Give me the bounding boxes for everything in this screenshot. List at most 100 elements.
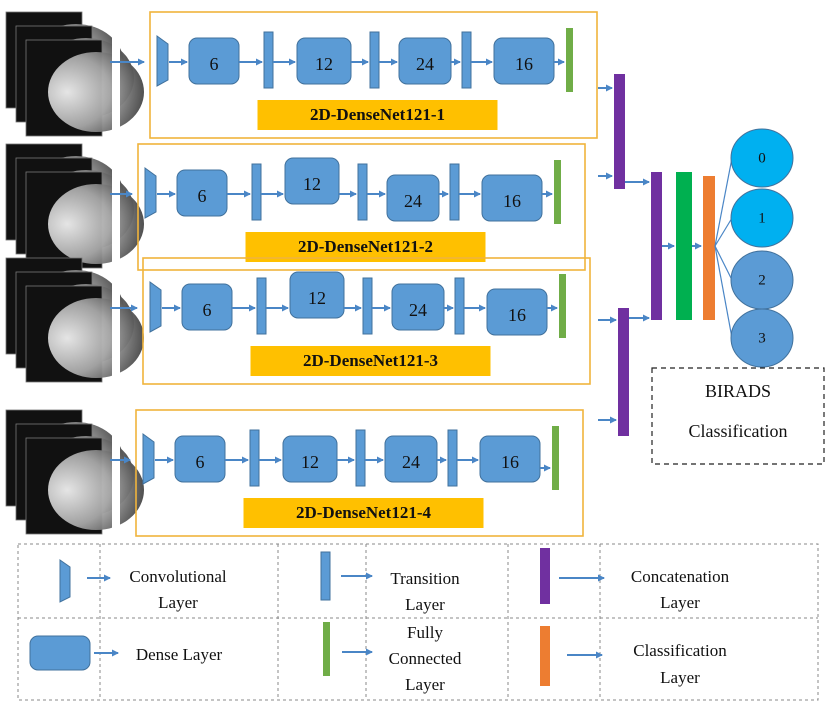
conv-layer xyxy=(156,35,169,87)
transition-layer xyxy=(449,163,460,221)
breast-tissue xyxy=(48,450,144,530)
dense-layer-label: 6 xyxy=(210,54,219,74)
image-edge-mask xyxy=(112,256,120,386)
mammogram-stack-3 xyxy=(5,256,144,386)
class-label: 3 xyxy=(758,330,766,346)
conv-layer xyxy=(144,167,157,219)
class-circle-0 xyxy=(730,128,794,188)
branch-2: 6 12 24 16 2D-DenseNet121-2 xyxy=(5,142,586,272)
mammogram-stack-2 xyxy=(5,142,144,272)
classification-layer xyxy=(703,176,715,320)
concat-layer-top xyxy=(614,74,625,189)
breast-tissue xyxy=(48,184,144,264)
dense-layer-label: 6 xyxy=(198,186,207,206)
branch-title: 2D-DenseNet121-1 xyxy=(310,105,445,124)
legend-classification-label: Classification xyxy=(633,641,727,660)
dense-layer xyxy=(481,174,543,222)
conv-legend-icon xyxy=(59,559,71,603)
mammogram-stack-1 xyxy=(5,10,144,140)
concat-layer-bottom xyxy=(618,308,629,436)
branch-title: 2D-DenseNet121-2 xyxy=(298,237,433,256)
fully-connected-layer xyxy=(554,160,561,224)
legend-classification-label: Layer xyxy=(660,668,700,687)
fully-connected-layer xyxy=(559,274,566,338)
legend-conv-label: Convolutional xyxy=(129,567,227,586)
conv-layer xyxy=(149,281,162,333)
dense-layer-label: 16 xyxy=(515,54,533,74)
dense-layer xyxy=(284,157,340,205)
image-edge-mask xyxy=(112,142,120,272)
transition-layer xyxy=(447,429,458,487)
branch-title: 2D-DenseNet121-3 xyxy=(303,351,438,370)
branch-3: 6 12 24 16 2D-DenseNet121-3 xyxy=(5,256,591,386)
breast-tissue xyxy=(48,298,144,378)
branch-4: 6 12 24 16 2D-DenseNet121-4 xyxy=(5,408,584,538)
transition-layer xyxy=(355,429,366,487)
legend-fc-label: Fully xyxy=(407,623,443,642)
transition-layer xyxy=(461,31,472,89)
transition-layer xyxy=(263,31,274,89)
dense-layer-label: 6 xyxy=(196,452,205,472)
class-circle-3 xyxy=(730,308,794,368)
branch-title-box xyxy=(250,346,491,376)
image-edge-mask xyxy=(112,10,120,140)
branch-border xyxy=(135,409,584,537)
branch-border xyxy=(142,257,591,385)
class-circle-1 xyxy=(730,188,794,248)
dense-layer-label: 24 xyxy=(409,300,427,320)
branch-title-box xyxy=(243,498,484,528)
dense-fusion-layer xyxy=(676,172,692,320)
output-connector xyxy=(714,157,733,247)
transition-legend-icon xyxy=(320,551,331,601)
dense-layer-label: 6 xyxy=(203,300,212,320)
legend-concat-label: Layer xyxy=(660,593,700,612)
output-connector xyxy=(714,245,733,281)
class-label: 2 xyxy=(758,272,766,288)
dense-layer xyxy=(386,174,440,222)
transition-layer xyxy=(256,277,267,335)
legend-concat-label: Concatenation xyxy=(631,567,730,586)
conv-layer xyxy=(142,433,155,485)
concat-layer-main xyxy=(651,172,662,320)
transition-layer xyxy=(454,277,465,335)
branch-title-box xyxy=(245,232,486,262)
dense-layer-label: 12 xyxy=(303,174,321,194)
dense-layer-label: 12 xyxy=(301,452,319,472)
dense-layer-label: 16 xyxy=(501,452,519,472)
legend-border xyxy=(17,543,819,701)
legend-dense-label: Dense Layer xyxy=(136,645,223,664)
breast-tissue xyxy=(48,52,144,132)
legend-transition-label: Transition xyxy=(390,569,460,588)
fully-connected-layer xyxy=(566,28,573,92)
legend-fc-label: Connected xyxy=(389,649,462,668)
branch-1: 6 12 24 16 2D-DenseNet121-1 xyxy=(5,10,598,140)
mammogram-stack-4 xyxy=(5,408,144,538)
branch-border xyxy=(137,143,586,271)
dense-layer-label: 24 xyxy=(402,452,420,472)
branch-title-box xyxy=(257,100,498,130)
dense-layer-label: 12 xyxy=(315,54,333,74)
class-label: 0 xyxy=(758,150,766,166)
class-label: 1 xyxy=(758,210,766,226)
dense-layer-label: 12 xyxy=(308,288,326,308)
dense-legend-icon xyxy=(29,635,91,671)
dense-layer-label: 16 xyxy=(503,191,521,211)
legend-conv-label: Layer xyxy=(158,593,198,612)
classification-legend-icon xyxy=(540,626,550,686)
branch-title: 2D-DenseNet121-4 xyxy=(296,503,432,522)
image-edge-mask xyxy=(112,408,120,538)
fully-connected-layer xyxy=(552,426,559,490)
legend-transition-label: Layer xyxy=(405,595,445,614)
transition-layer xyxy=(362,277,373,335)
fc-legend-icon xyxy=(323,622,330,676)
birads-box xyxy=(651,367,825,465)
birads-title: BIRADS xyxy=(705,381,771,401)
dense-layer xyxy=(486,288,548,336)
dense-layer-label: 16 xyxy=(508,305,526,325)
dense-layer-label: 24 xyxy=(404,191,422,211)
transition-layer xyxy=(251,163,262,221)
dense-layer-label: 24 xyxy=(416,54,434,74)
concat-legend-icon xyxy=(540,548,550,604)
output-connector xyxy=(714,217,733,247)
